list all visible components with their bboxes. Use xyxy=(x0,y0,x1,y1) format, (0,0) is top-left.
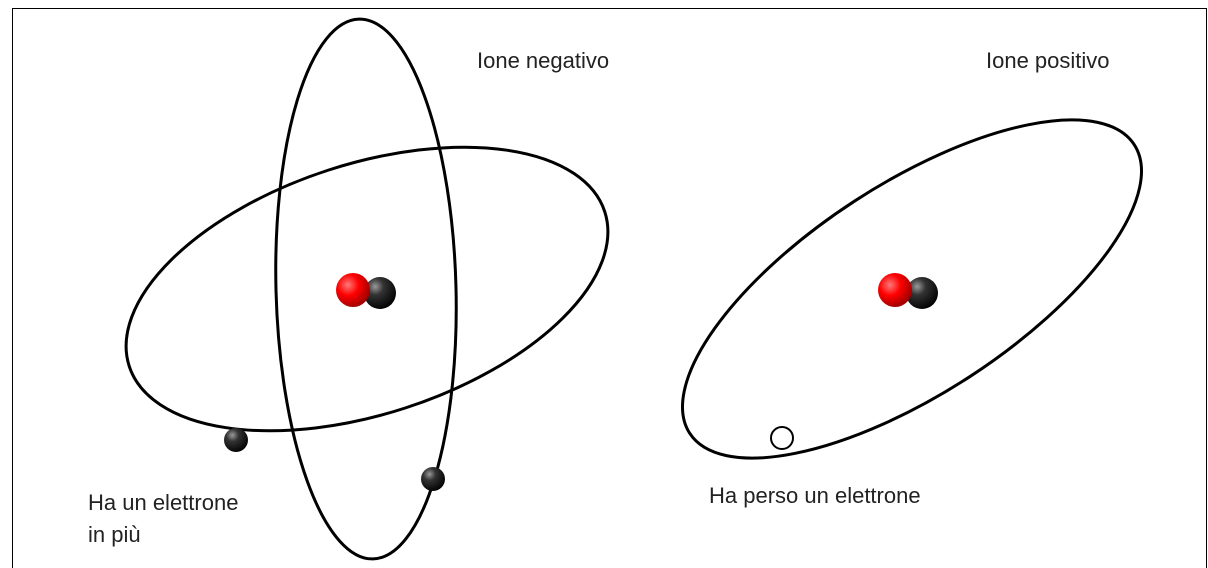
negative-ion-title: Ione negativo xyxy=(477,48,610,73)
missing-electron xyxy=(770,426,794,450)
negative-ion-atom xyxy=(124,17,610,561)
negative-ion-caption-line1: Ha un elettrone xyxy=(88,490,239,515)
nucleus xyxy=(336,273,396,309)
neutron xyxy=(906,277,938,309)
proton xyxy=(878,273,912,307)
diagram-frame xyxy=(12,8,1207,568)
positive-ion-caption: Ha perso un elettrone xyxy=(709,483,921,508)
orbit-vertical xyxy=(274,17,458,561)
electron xyxy=(224,428,248,452)
proton xyxy=(336,273,370,307)
positive-ion-title: Ione positivo xyxy=(986,48,1110,73)
negative-ion-caption-line2: in più xyxy=(88,522,141,547)
orbit xyxy=(681,118,1143,460)
positive-ion-atom xyxy=(681,118,1143,460)
extra-electron xyxy=(421,467,445,491)
nucleus xyxy=(878,273,938,309)
neutron xyxy=(364,277,396,309)
orbit-tilted xyxy=(124,145,610,433)
